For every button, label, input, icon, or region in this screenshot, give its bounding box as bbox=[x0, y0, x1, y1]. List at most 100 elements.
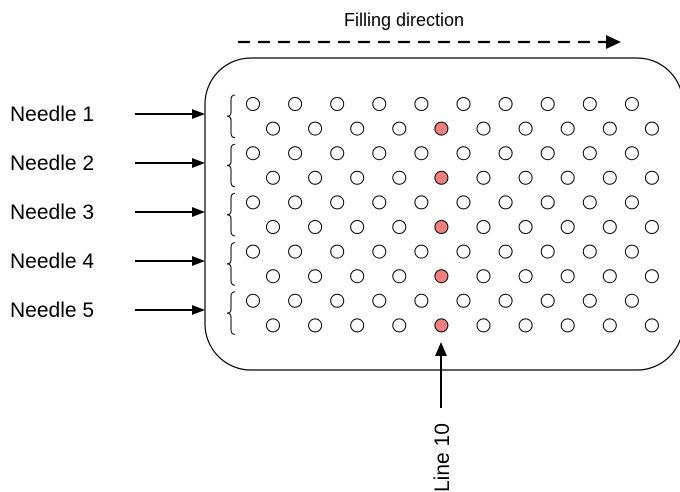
well bbox=[372, 293, 387, 308]
needle-arrowhead bbox=[192, 256, 205, 266]
well bbox=[392, 121, 407, 136]
well bbox=[288, 146, 303, 161]
filling-direction-label: Filling direction bbox=[344, 10, 464, 30]
well bbox=[350, 220, 365, 234]
plate-outline bbox=[204, 57, 680, 371]
well bbox=[602, 269, 617, 284]
well bbox=[330, 293, 345, 308]
well bbox=[518, 220, 533, 234]
well bbox=[392, 220, 407, 234]
well bbox=[518, 170, 533, 185]
needle-brace bbox=[226, 192, 236, 237]
needle-label-3: Needle 3 bbox=[10, 201, 94, 224]
well bbox=[540, 195, 555, 210]
needle-brace bbox=[226, 242, 236, 286]
well bbox=[582, 146, 597, 161]
well-highlighted bbox=[434, 121, 449, 136]
well bbox=[308, 121, 323, 136]
well bbox=[644, 170, 659, 185]
well bbox=[308, 220, 323, 234]
well bbox=[246, 146, 260, 161]
well bbox=[602, 318, 617, 333]
well bbox=[518, 269, 533, 284]
well bbox=[582, 195, 597, 210]
needle-arrowhead bbox=[192, 305, 205, 315]
well bbox=[266, 170, 280, 185]
well bbox=[624, 195, 639, 210]
well bbox=[560, 220, 575, 234]
well bbox=[602, 121, 617, 136]
well bbox=[644, 318, 659, 333]
well bbox=[476, 170, 491, 185]
well bbox=[644, 220, 659, 234]
well bbox=[330, 195, 345, 210]
well bbox=[540, 97, 555, 111]
well bbox=[644, 269, 659, 284]
well bbox=[560, 318, 575, 333]
well bbox=[414, 97, 429, 111]
well bbox=[518, 318, 533, 333]
well bbox=[288, 97, 303, 111]
well bbox=[414, 293, 429, 308]
well bbox=[540, 244, 555, 259]
well bbox=[414, 195, 429, 210]
well bbox=[246, 293, 260, 308]
well bbox=[288, 244, 303, 259]
well bbox=[414, 244, 429, 259]
well bbox=[288, 195, 303, 210]
well-highlighted bbox=[434, 220, 449, 234]
well bbox=[476, 318, 491, 333]
needle-arrowhead bbox=[192, 207, 205, 217]
well bbox=[266, 220, 280, 234]
well bbox=[540, 293, 555, 308]
needle-label-5: Needle 5 bbox=[10, 299, 94, 322]
well bbox=[246, 195, 260, 210]
well bbox=[246, 97, 260, 111]
well bbox=[582, 293, 597, 308]
well bbox=[330, 146, 345, 161]
well bbox=[624, 146, 639, 161]
well bbox=[518, 121, 533, 136]
well bbox=[602, 170, 617, 185]
well bbox=[308, 269, 323, 284]
well bbox=[498, 97, 513, 111]
filling-direction-arrowhead bbox=[606, 35, 621, 49]
well bbox=[498, 293, 513, 308]
well bbox=[560, 269, 575, 284]
well bbox=[350, 318, 365, 333]
needle-label-4: Needle 4 bbox=[10, 250, 94, 273]
well bbox=[392, 318, 407, 333]
well bbox=[498, 146, 513, 161]
well bbox=[476, 269, 491, 284]
well bbox=[308, 170, 323, 185]
well bbox=[602, 220, 617, 234]
wells bbox=[246, 97, 659, 333]
well bbox=[456, 97, 471, 111]
well bbox=[266, 269, 280, 284]
well-highlighted bbox=[434, 318, 449, 333]
well bbox=[456, 195, 471, 210]
needle-brace bbox=[226, 143, 236, 188]
well bbox=[644, 121, 659, 136]
well bbox=[582, 97, 597, 111]
well bbox=[540, 146, 555, 161]
well bbox=[350, 121, 365, 136]
needle-label-2: Needle 2 bbox=[10, 152, 94, 175]
well bbox=[456, 146, 471, 161]
well bbox=[372, 195, 387, 210]
needle-arrows bbox=[135, 109, 205, 315]
well bbox=[246, 244, 260, 259]
well bbox=[498, 195, 513, 210]
well bbox=[288, 293, 303, 308]
well bbox=[582, 244, 597, 259]
needle-braces bbox=[226, 94, 236, 335]
well bbox=[372, 146, 387, 161]
needle-arrowhead bbox=[192, 109, 205, 119]
well bbox=[414, 146, 429, 161]
well bbox=[498, 244, 513, 259]
well bbox=[624, 97, 639, 111]
well bbox=[350, 170, 365, 185]
well bbox=[560, 170, 575, 185]
